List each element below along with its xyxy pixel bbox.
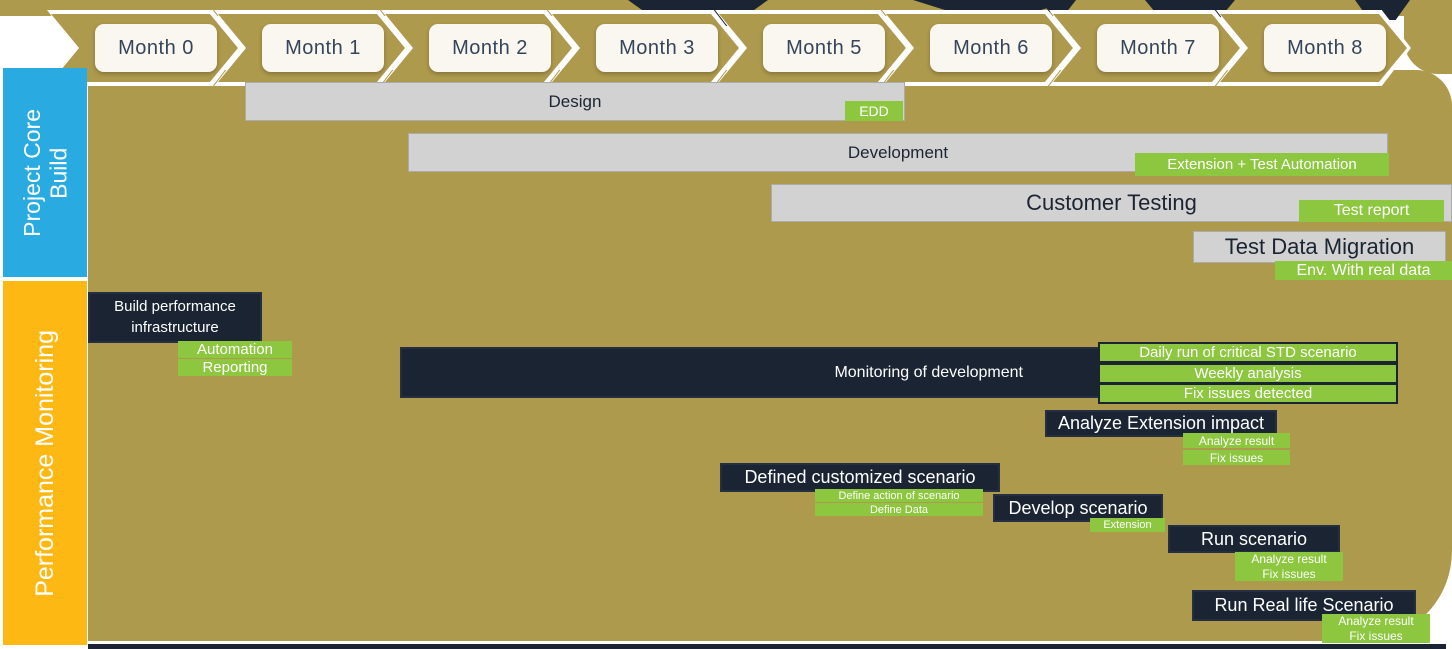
milestone-tag-daily-run: Daily run of critical STD scenario: [1100, 344, 1396, 361]
milestone-tag-define-action: Define action of scenario: [815, 489, 983, 502]
month-label: Month 1: [262, 24, 384, 72]
milestone-tag-edd: EDD: [845, 101, 903, 121]
milestone-tag-extension-test-automation: Extension + Test Automation: [1135, 153, 1389, 176]
task-label: Develop scenario: [1008, 497, 1148, 518]
tag-line: Fix issues: [1349, 628, 1403, 643]
task-label: Test Data Migration: [1224, 234, 1415, 259]
task-bar-develop-scenario: Develop scenario: [993, 494, 1163, 522]
section-performance-monitoring: Performance Monitoring: [3, 281, 87, 645]
dark-chevron-fragment: [913, 0, 1073, 13]
task-bar-run-scenario: Run scenario: [1168, 525, 1340, 553]
milestone-tag-extension: Extension: [1090, 518, 1165, 532]
month-label: Month 2: [429, 24, 551, 72]
month-label: Month 7: [1097, 24, 1219, 72]
task-bar-build-infrastructure: Build performance infrastructure: [88, 292, 262, 343]
milestone-tag-reporting: Reporting: [178, 359, 292, 376]
section-label-performance: Performance Monitoring: [30, 329, 59, 597]
task-bar-analyze-extension-impact: Analyze Extension impact: [1045, 410, 1277, 437]
task-label: Design: [548, 91, 602, 111]
tag-line: Analyze result: [1251, 551, 1327, 566]
milestone-tag-real-scenario-results: Analyze result Fix issues: [1322, 614, 1430, 643]
task-label: Customer Testing: [1026, 190, 1197, 215]
month-label: Month 8: [1264, 24, 1386, 72]
task-label: Development: [847, 142, 949, 162]
milestone-tag-fix-issues: Fix issues: [1183, 450, 1290, 465]
task-label: Run Real life Scenario: [1214, 595, 1394, 615]
monitoring-tags-panel: Daily run of critical STD scenario Weekl…: [1098, 342, 1398, 404]
milestone-tag-run-scenario-results: Analyze result Fix issues: [1235, 552, 1343, 581]
milestone-tag-automation: Automation: [178, 341, 292, 358]
milestone-tag-weekly-analysis: Weekly analysis: [1100, 364, 1396, 382]
tag-line: Fix issues: [1262, 566, 1316, 581]
task-bar-design: Design: [245, 82, 905, 121]
task-bar-monitoring-of-development: Monitoring of development: [400, 347, 1100, 398]
milestone-tag-analyze-result: Analyze result: [1183, 433, 1290, 448]
task-label: Build performance infrastructure: [114, 298, 236, 336]
milestone-tag-fix-issues-detected: Fix issues detected: [1100, 385, 1396, 402]
section-label-core-line2: Build: [45, 146, 71, 199]
task-label: Analyze Extension impact: [1057, 413, 1265, 433]
month-label: Month 5: [763, 24, 885, 72]
bottom-divider: [88, 644, 1446, 649]
task-label: Monitoring of development: [834, 363, 1023, 381]
dark-chevron-fragment: [1040, 0, 1076, 12]
task-bar-defined-customized-scenario: Defined customized scenario: [720, 463, 1000, 492]
task-bar-test-data-migration: Test Data Migration: [1193, 231, 1446, 263]
section-label-core-line1: Project Core: [18, 108, 45, 237]
task-label: Defined customized scenario: [744, 467, 976, 487]
task-label: Run scenario: [1200, 528, 1308, 549]
milestone-tag-define-data: Define Data: [815, 503, 983, 516]
month-label: Month 0: [95, 24, 217, 72]
milestone-tag-env-real-data: Env. With real data: [1275, 261, 1452, 280]
section-project-core-build: Project Core Build: [3, 68, 87, 277]
month-label: Month 6: [930, 24, 1052, 72]
month-label: Month 3: [596, 24, 718, 72]
header-corner: [1404, 8, 1452, 74]
milestone-tag-test-report: Test report: [1299, 200, 1444, 222]
tag-line: Analyze result: [1338, 613, 1414, 628]
